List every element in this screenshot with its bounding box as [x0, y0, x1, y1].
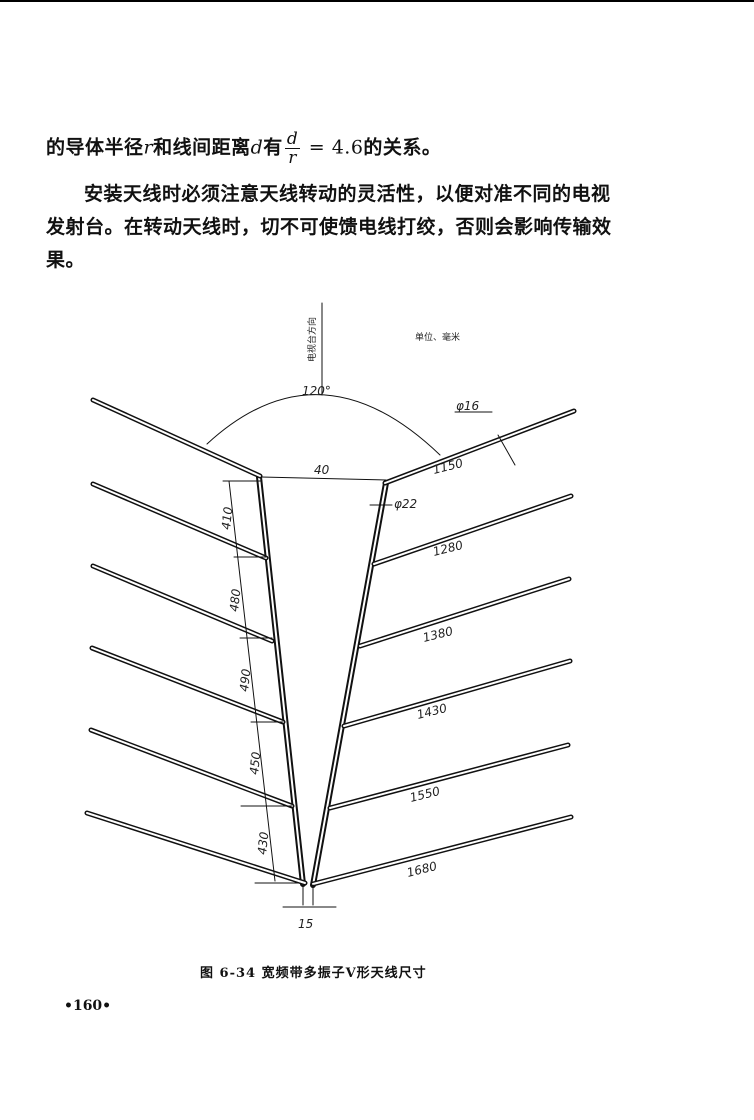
spacing-label-430: 430: [255, 831, 271, 856]
bottom-gap-label: 15: [298, 917, 313, 931]
length-label-1680: 1680: [405, 859, 438, 880]
text-segment: 有: [263, 136, 283, 159]
variable-d: d: [250, 136, 264, 159]
rod-diameter-label: φ16: [456, 399, 480, 413]
ratio-value: = 4.6: [302, 136, 364, 159]
page-number: •160•: [64, 998, 112, 1014]
text-segment: 的导体半径: [46, 136, 144, 159]
variable-r: r: [143, 136, 154, 159]
top-gap-label: 40: [314, 463, 330, 477]
unit-note: 单位、毫米: [415, 331, 460, 343]
top-rule: [0, 0, 754, 2]
direction-label: 电视台方向: [306, 317, 318, 362]
length-label-1150: 1150: [431, 456, 464, 477]
spacing-label-410: 410: [219, 506, 235, 531]
spacing-label-450: 450: [247, 751, 263, 776]
spacing-label-490: 490: [237, 668, 253, 693]
fraction-denominator: r: [288, 148, 297, 168]
angle-label: 120°: [302, 384, 331, 398]
paragraph-2: 安装天线时必须注意天线转动的灵活性，以便对准不同的电视发射台。在转动天线时，切不…: [46, 178, 616, 277]
left-spacing-labels: 410 480 490 450 430: [219, 506, 271, 856]
boom-diameter-label: φ22: [394, 497, 417, 511]
right-length-labels: 1150 1280 1380 1430 1550 1680: [405, 456, 464, 880]
fraction-numerator: d: [284, 129, 301, 149]
top-gap-line: [260, 476, 387, 481]
angle-arc: [206, 394, 441, 456]
paragraph-2-text: 安装天线时必须注意天线转动的灵活性，以便对准不同的电视发射台。在转动天线时，切不…: [46, 183, 612, 271]
text-segment: 的关系。: [363, 136, 442, 159]
spacing-dim-line: [228, 480, 276, 882]
spacing-label-480: 480: [227, 588, 243, 613]
text-segment: 和线间距离: [153, 136, 251, 159]
figure-caption: 图 6-34 宽频带多振子V形天线尺寸: [200, 966, 427, 981]
right-elements: [310, 408, 577, 887]
